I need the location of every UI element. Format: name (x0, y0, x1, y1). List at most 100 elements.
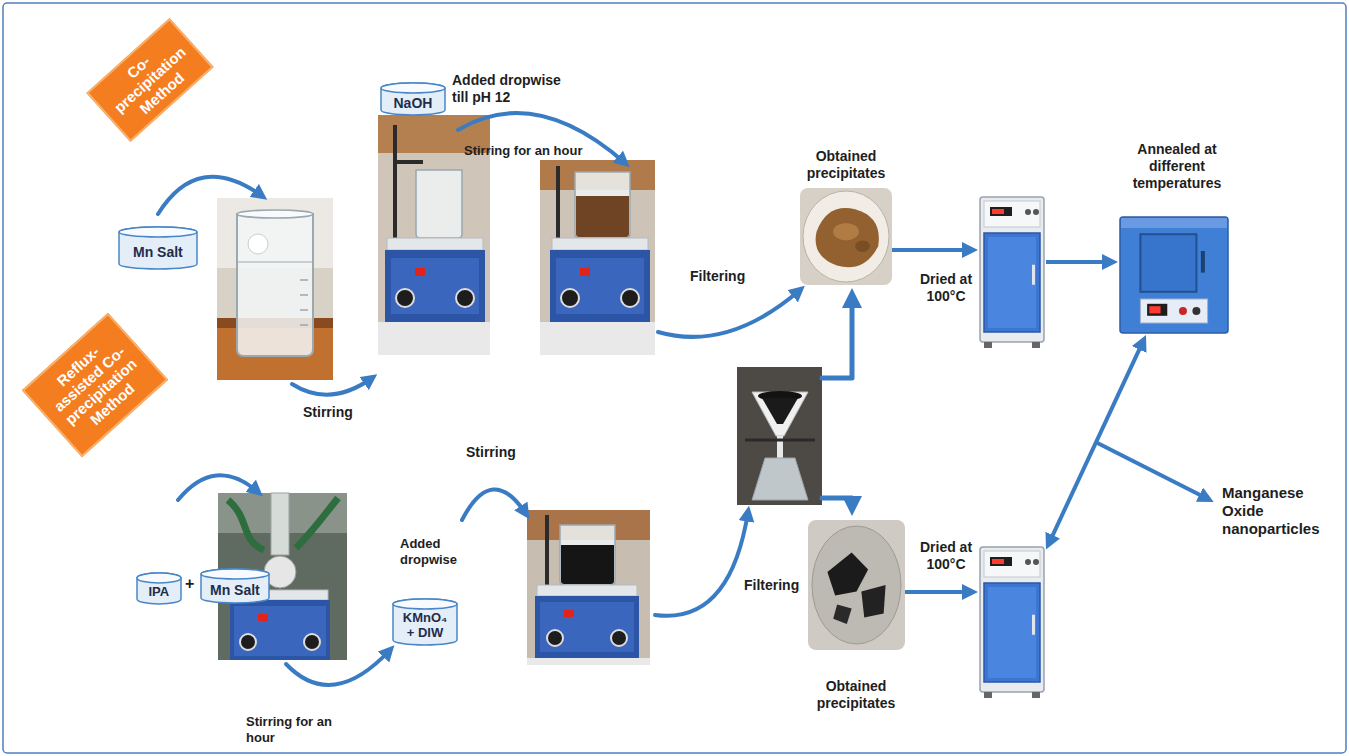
drawing-path (296, 498, 338, 548)
drawing-rect (1120, 217, 1228, 333)
drawing-circle (1025, 559, 1031, 565)
reagent-container: IPA (136, 572, 182, 605)
drawing-rect (393, 125, 397, 238)
drawing-rect (258, 614, 268, 621)
drawing-rect (800, 188, 892, 285)
drawing-rect (1140, 299, 1207, 323)
drawing-path (178, 475, 258, 500)
drawing-rect (545, 515, 549, 585)
drawing-rect (992, 559, 1004, 564)
drawing-rect (984, 583, 1040, 682)
drawing-rect (393, 160, 423, 164)
drawing-rect (984, 551, 1040, 577)
drawing-path (561, 545, 614, 584)
step-label: Filtering (690, 268, 770, 285)
drawing-rect (217, 198, 333, 380)
drawing-rect (1032, 342, 1040, 348)
drawing-rect (980, 547, 1044, 692)
drawing-rect (988, 237, 1036, 328)
drawing-rect (1147, 304, 1167, 316)
drawing-rect (540, 322, 655, 355)
frame (3, 3, 1346, 753)
step-label: Added dropwise (400, 536, 464, 567)
drawing-path (462, 489, 526, 520)
step-label: Added dropwise till pH 12 (452, 72, 574, 106)
cylinder-body (381, 83, 445, 115)
cylinder-top (201, 569, 269, 579)
step-label: Stirring for an hour (246, 714, 342, 745)
text-stack: NaOH (394, 95, 433, 111)
drawing-circle (561, 289, 579, 307)
drawing-circle (1033, 559, 1039, 565)
precipitate-photo: Obtained precipitates (808, 520, 905, 650)
node-label: IPA (149, 585, 170, 600)
text-stack: Mn Salt (133, 244, 183, 260)
drawing-path (752, 458, 808, 500)
annealing-furnace-art (1118, 215, 1230, 335)
drawing-rect (527, 658, 650, 665)
drying-oven: Dried at 100°C (978, 195, 1046, 350)
drying-oven: Dried at 100°C (978, 545, 1046, 700)
drawing-rect (556, 258, 644, 314)
drying-oven-art (978, 545, 1046, 700)
reagent-container: Mn Salt (118, 226, 198, 270)
drawing-path (816, 208, 879, 267)
drawing-circle (611, 630, 627, 646)
filter-photo (737, 367, 822, 505)
drawing-path (560, 525, 615, 585)
node-label: NaOH (394, 95, 433, 111)
drawing-rect (1121, 218, 1227, 228)
drawing-circle (1179, 307, 1187, 315)
drawing-path (827, 553, 868, 596)
drawing-rect (550, 250, 650, 322)
process-arrows (158, 113, 852, 685)
cylinder-body (137, 573, 181, 604)
reagent-container: Mn Salt (200, 568, 270, 604)
drawing-rect (1140, 234, 1196, 292)
drawing-rect (1201, 251, 1205, 273)
annealing-furnace: Annealed at different temperatures (1118, 215, 1230, 335)
drawing-rect (540, 602, 634, 652)
photo-caption: Dried at 100°C (916, 539, 976, 573)
precipitate-photo: Obtained precipitates (800, 188, 892, 285)
photo-caption: Dried at 100°C (916, 271, 976, 305)
drawing-rect (808, 520, 905, 650)
flow-arrow (1046, 260, 1112, 264)
drawing-rect (552, 238, 648, 250)
drawing-rect (378, 322, 490, 355)
drawing-rect (580, 268, 590, 276)
drawing-rect (271, 493, 289, 555)
photo-caption: Annealed at different temperatures (1122, 141, 1232, 191)
drawing-rect (234, 606, 326, 656)
drawing-rect (984, 201, 1040, 227)
stirrer-photo (540, 160, 655, 355)
flow-arrow (892, 248, 972, 252)
drawing-circle (304, 634, 320, 650)
drawing-path (158, 177, 262, 214)
drawing-path (416, 170, 462, 238)
drawing-ellipse (803, 191, 889, 282)
cylinder-body (119, 227, 197, 269)
node-label: Mn Salt (210, 582, 260, 598)
drawing-rect (737, 367, 822, 505)
cylinder-top (119, 227, 197, 237)
node-label: KMnO₄ + DIW (400, 611, 450, 641)
drawing-rect (391, 258, 479, 314)
drawing-circle (1192, 307, 1200, 315)
drawing-circle (547, 630, 563, 646)
drawing-path (655, 512, 748, 616)
drawing-path (833, 605, 851, 625)
precipitate-photo-art (808, 520, 905, 650)
step-label: Stirring (303, 404, 373, 421)
drawing-rect (564, 610, 574, 617)
drawing-circle (396, 289, 414, 307)
drawing-path (575, 172, 630, 238)
photo-caption: Obtained precipitates (800, 148, 892, 182)
drawing-path (286, 650, 390, 685)
step-label: Filtering (744, 577, 824, 594)
drawing-rect (527, 510, 650, 665)
drawing-path (300, 280, 308, 325)
drawing-rect (1149, 306, 1160, 313)
photo-caption: Obtained precipitates (810, 678, 902, 712)
